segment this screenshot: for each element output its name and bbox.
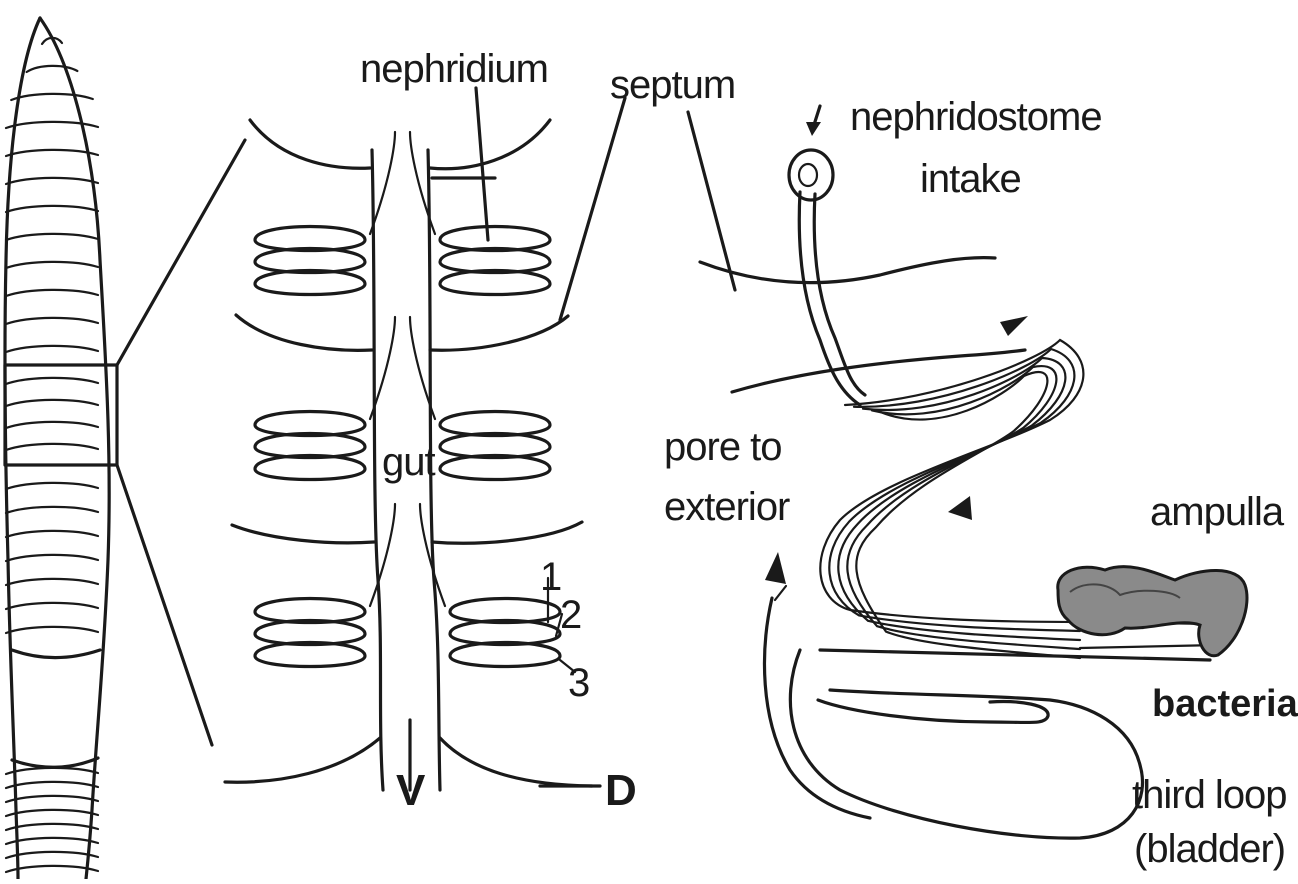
worm-segment-ring xyxy=(6,603,98,609)
label-exterior: exterior xyxy=(664,485,790,529)
flow-arrow-top xyxy=(1000,316,1028,336)
label-gut: gut xyxy=(382,440,435,484)
label-nephridostome: nephridostome xyxy=(850,95,1102,139)
tubule-descending-b xyxy=(814,194,865,395)
loop-tubule xyxy=(820,340,1083,622)
worm-segment-ring xyxy=(6,579,98,585)
worm-segment-ring xyxy=(6,824,98,830)
worm-segment-ring xyxy=(6,782,98,788)
zoom-line-bottom xyxy=(117,465,212,745)
worm-segment-ring xyxy=(6,507,98,513)
worm-segment-ring xyxy=(6,838,98,844)
magnified-segments xyxy=(225,88,625,790)
nephridium-duct xyxy=(410,132,435,234)
flow-arrow-middle xyxy=(948,496,972,520)
label-ampulla: ampulla xyxy=(1150,490,1285,534)
septum-pointer-left xyxy=(560,98,625,320)
label-bladder: (bladder) xyxy=(1134,827,1285,871)
worm-segment-ring xyxy=(6,852,98,858)
ampulla-shape xyxy=(1058,567,1247,656)
septum-pointer-right xyxy=(688,112,735,290)
worm-segments xyxy=(6,38,100,872)
label-ventral: V xyxy=(396,766,426,815)
septum-line-2-right xyxy=(430,316,568,350)
worm-segment-ring xyxy=(6,555,98,561)
worm-segment-ring xyxy=(6,318,98,324)
label-pore-to: pore to xyxy=(664,425,782,469)
worm-segment-ring xyxy=(6,810,98,816)
earthworm-body xyxy=(5,18,245,879)
nephridostome-mouth xyxy=(799,164,817,186)
worm-segment-ring xyxy=(6,206,98,212)
loop-tubule xyxy=(838,358,1080,640)
worm-segment-ring xyxy=(6,346,98,352)
label-bacteria: bacteria xyxy=(1152,683,1298,725)
worm-segment-ring xyxy=(6,483,98,489)
worm-segment-ring xyxy=(6,866,98,872)
worm-segment-ring xyxy=(11,94,93,100)
septum-line-4-right xyxy=(440,738,592,786)
worm-segment-ring xyxy=(6,444,98,450)
worm-segment-ring xyxy=(6,290,98,296)
septum-line-1-right xyxy=(430,120,550,169)
worm-segment-ring xyxy=(27,66,78,72)
septum-right-upper xyxy=(700,258,995,283)
worm-segment-ring xyxy=(6,378,98,384)
nephridium-detail xyxy=(688,106,1247,838)
worm-segment-ring xyxy=(6,422,98,428)
worm-segment-ring xyxy=(6,178,98,184)
worm-segment-ring xyxy=(6,796,98,802)
worm-segment-ring xyxy=(6,627,98,633)
nephridostome-funnel xyxy=(789,150,833,200)
worm-segment-ring xyxy=(6,400,98,406)
worm-segment-ring xyxy=(6,234,98,240)
worm-segment-ring xyxy=(6,531,98,537)
septum-line-2-left xyxy=(236,315,372,350)
septum-line-1-left xyxy=(250,120,370,168)
label-loop-3: 3 xyxy=(568,661,589,705)
label-loop-1: 1 xyxy=(540,555,561,599)
nephridium-duct xyxy=(370,504,395,606)
pore-arrow-head xyxy=(765,552,786,584)
label-nephridium: nephridium xyxy=(360,47,548,91)
zoom-line-top xyxy=(117,140,245,365)
worm-clitellum xyxy=(12,650,100,767)
pore-duct xyxy=(765,598,870,818)
intake-arrow-head xyxy=(806,122,821,136)
septum-line-3-right xyxy=(432,522,582,543)
pore-arrow-tail xyxy=(775,586,786,600)
worm-segment-ring xyxy=(6,262,98,268)
label-loop-2: 2 xyxy=(560,593,581,637)
third-loop-inner xyxy=(818,700,1048,722)
nephridia-coils xyxy=(255,132,560,667)
label-third-loop: third loop xyxy=(1132,773,1287,817)
septum-line-4-left xyxy=(225,738,380,782)
septum-line-3-left xyxy=(232,525,374,543)
label-septum: septum xyxy=(610,63,735,107)
label-dorsal: D xyxy=(605,766,637,815)
loop-tubule xyxy=(829,349,1080,631)
label-intake: intake xyxy=(920,157,1021,201)
worm-segment-ring xyxy=(6,150,98,156)
